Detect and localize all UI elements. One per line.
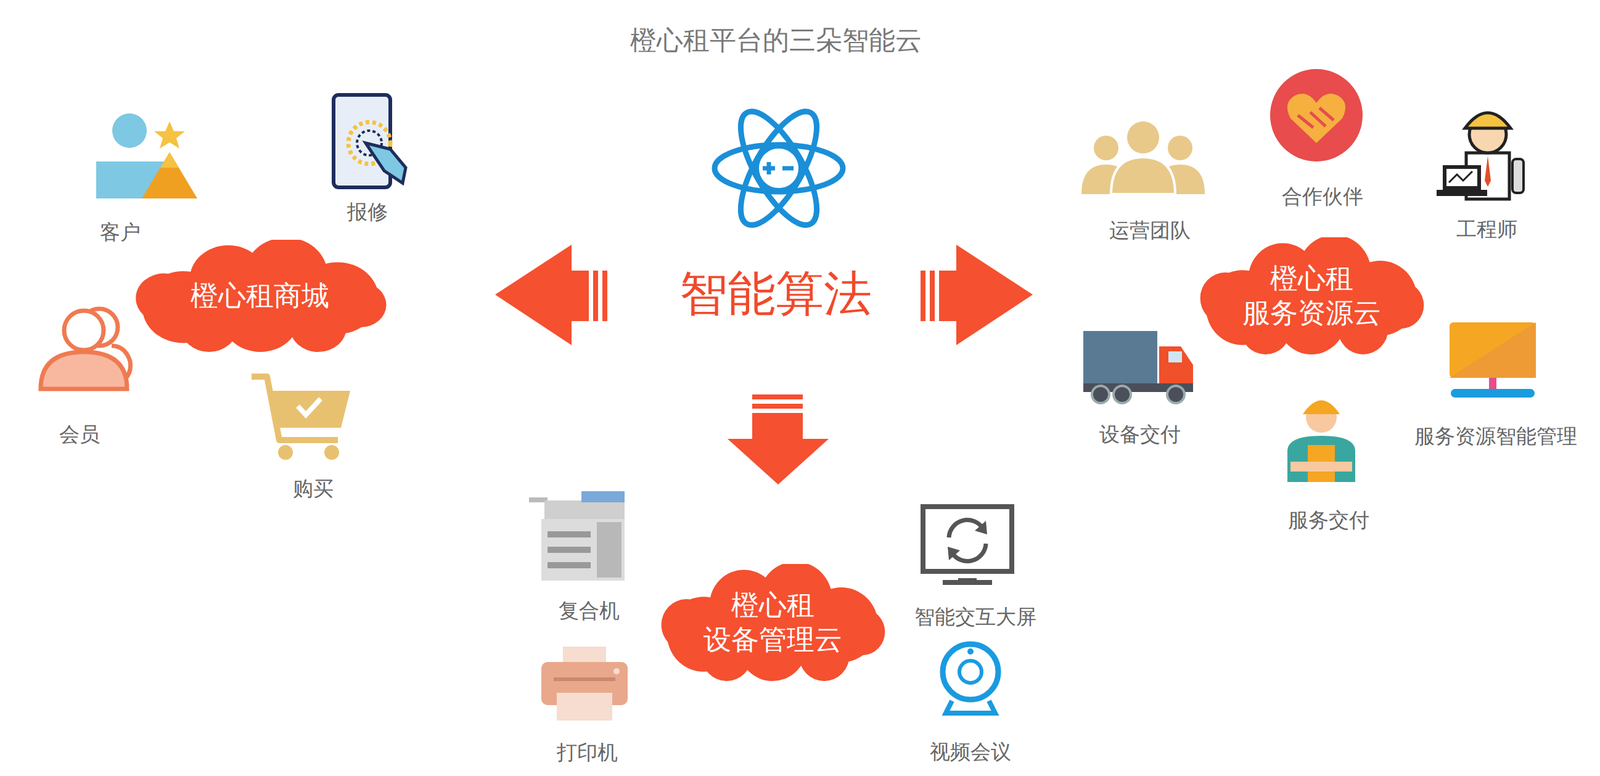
- icon-label: 设备交付: [1099, 422, 1181, 448]
- icon-label: 工程师: [1456, 217, 1518, 242]
- customer-icon: [96, 113, 198, 199]
- member-icon: [40, 308, 131, 390]
- diagram-title: 橙心租平台的三朵智能云: [630, 22, 922, 59]
- cart-icon: [251, 376, 351, 460]
- icon-label: 打印机: [556, 740, 618, 766]
- icon-label: 运营团队: [1109, 218, 1191, 243]
- icon-label: 合作伙伴: [1281, 184, 1364, 210]
- icon-label: 购买: [292, 476, 334, 502]
- webcam-icon: [942, 644, 999, 714]
- cloud-node: 橙心租商城: [131, 239, 390, 353]
- icon-label: 智能交互大屏: [914, 604, 1037, 630]
- cloud-title: 橙心租 服务资源云: [1231, 261, 1392, 332]
- icon-label: 复合机: [558, 598, 620, 624]
- cloud-title: 橙心租商城: [167, 278, 353, 314]
- cloud-shape: [657, 564, 888, 682]
- cloud-shape: [1196, 237, 1427, 355]
- cloud-node: 橙心租 设备管理云: [657, 564, 888, 682]
- screen-icon: [923, 506, 1012, 583]
- arrow-left: [495, 244, 608, 346]
- repair-icon: [333, 94, 406, 188]
- cloud-node: 橙心租 服务资源云: [1196, 237, 1427, 355]
- partner-icon: [1270, 69, 1363, 162]
- monitor-icon: [1449, 322, 1536, 398]
- copier-icon: [529, 491, 625, 581]
- icon-label: 视频会议: [929, 739, 1012, 765]
- icon-label: 服务资源智能管理: [1414, 424, 1578, 449]
- icon-label: 客户: [99, 220, 141, 245]
- cloud-title: 橙心租 设备管理云: [692, 588, 853, 658]
- worker-icon: [1287, 400, 1356, 483]
- icon-label: 服务交付: [1288, 508, 1370, 533]
- atom-icon: [714, 101, 843, 236]
- icon-label: 会员: [59, 422, 100, 448]
- arrow-down: [727, 394, 829, 485]
- icon-label: 报修: [347, 199, 388, 225]
- truck-icon: [1083, 331, 1194, 404]
- engineer-icon: [1436, 112, 1524, 200]
- arrow-right: [920, 244, 1033, 346]
- center-heading: 智能算法: [679, 265, 872, 324]
- team-icon: [1081, 121, 1205, 195]
- printer-icon: [541, 646, 628, 721]
